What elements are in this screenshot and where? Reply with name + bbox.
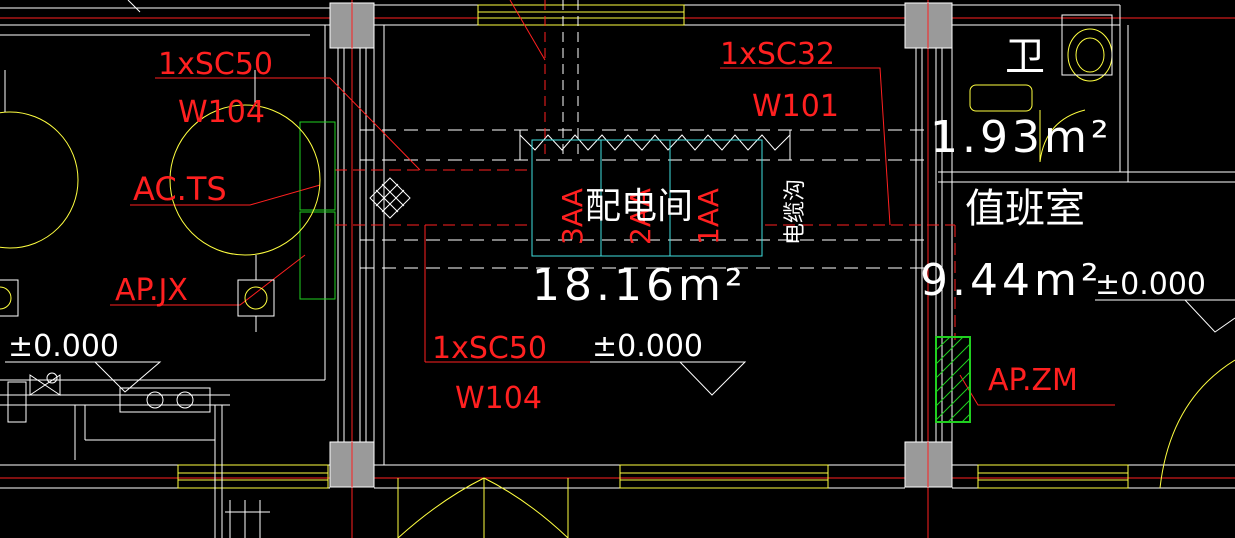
- column-axis-marks: [351, 3, 929, 487]
- windows: [177, 4, 1235, 538]
- room-main-name: 配电间: [585, 186, 693, 227]
- ap-zm-box: [935, 336, 971, 423]
- cable-2-code: W104: [455, 381, 542, 416]
- room-duty-area: 9.44m²: [920, 255, 1102, 306]
- cable-trench-label: 电缆沟: [783, 179, 808, 245]
- cable-trays: [360, 129, 930, 269]
- cable-3-label: 1xSC32: [720, 37, 835, 72]
- box-acts-label: AC.TS: [133, 170, 227, 208]
- switchgear-panels: [531, 139, 763, 257]
- cable-1-code: W104: [178, 95, 265, 130]
- panel-2-label: 2AA: [624, 188, 657, 245]
- wc-area: 1.93m²: [930, 112, 1112, 163]
- cable-3-code: W101: [752, 89, 839, 124]
- level-1-label: ±0.000: [8, 329, 119, 364]
- distribution-boxes: [299, 121, 336, 300]
- cable-crossing-mark: [369, 177, 411, 219]
- level-3-label: ±0.000: [1095, 267, 1206, 302]
- wc-label: 卫: [1005, 34, 1045, 80]
- cable-routes: [110, 67, 1115, 406]
- cable-1-label: 1xSC50: [158, 47, 273, 82]
- box-apzm-label: AP.ZM: [988, 363, 1078, 398]
- cable-2-label: 1xSC50: [432, 331, 547, 366]
- incoming-cables: [509, 0, 579, 160]
- room-main-area: 18.16m²: [532, 260, 746, 311]
- pump-pipework: [0, 0, 270, 538]
- level-symbols: [5, 299, 1235, 396]
- panel-3-label: 3AA: [556, 188, 589, 245]
- box-apjx-label: AP.JX: [115, 273, 188, 308]
- equipment: [0, 14, 1113, 332]
- cable-trench-hatch: [519, 130, 791, 160]
- room-duty-name: 值班室: [965, 186, 1085, 232]
- level-2-label: ±0.000: [592, 329, 703, 364]
- panel-1-label: 1AA: [692, 188, 725, 245]
